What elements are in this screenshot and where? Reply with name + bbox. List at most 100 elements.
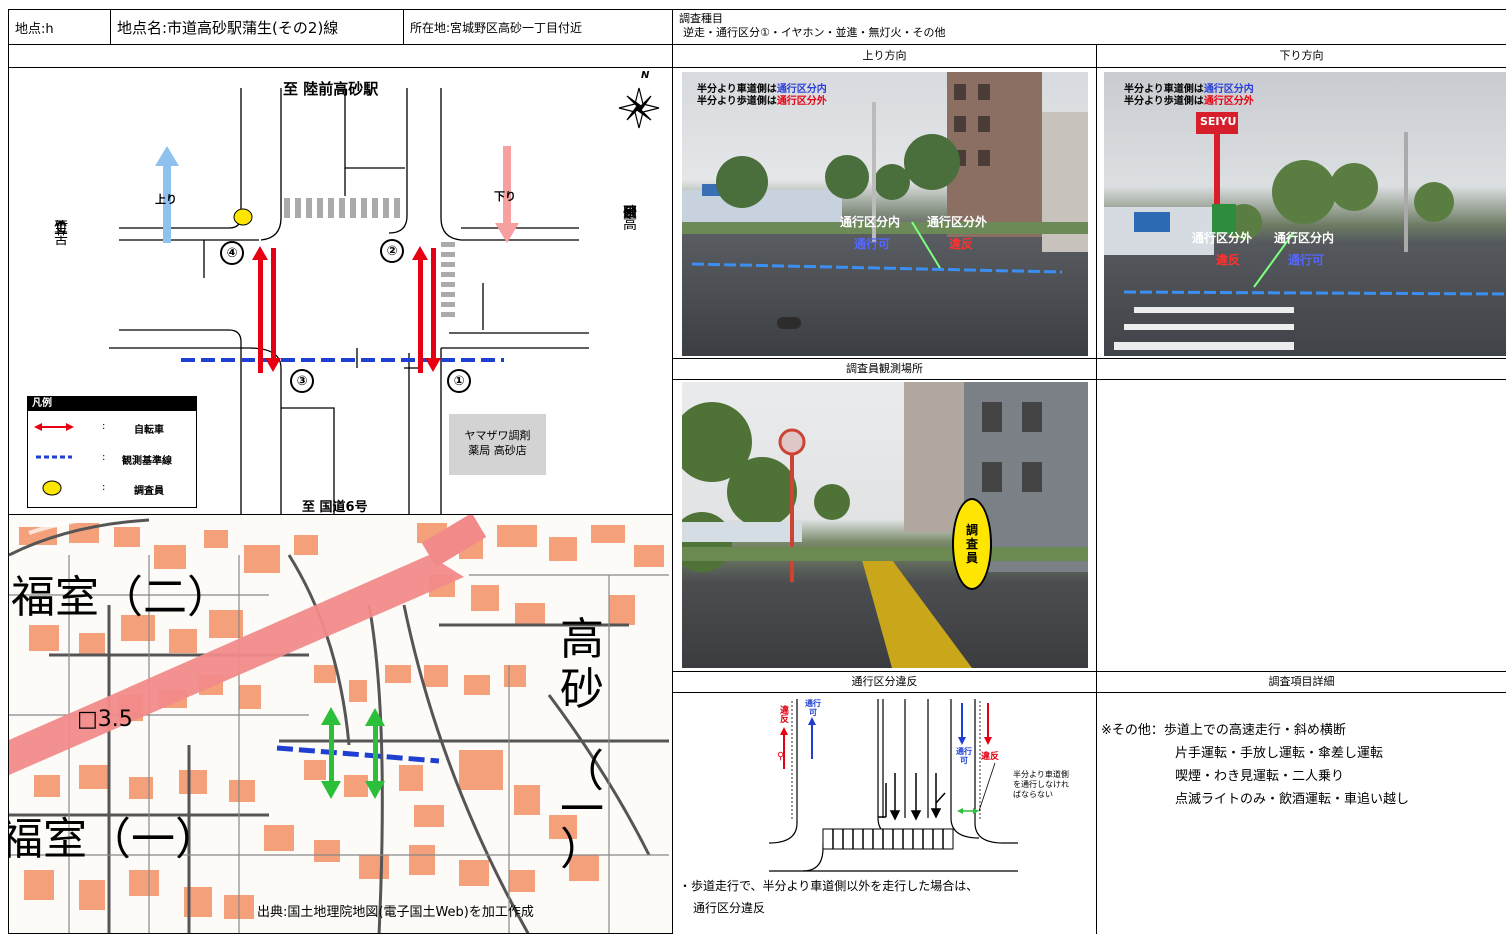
map-label-route: □3.5	[77, 707, 133, 732]
direction-left-char: I	[58, 220, 64, 236]
map-source: 出典:国土地理院地図(電子国土Web)を加工作成	[257, 905, 534, 920]
map-label-fukumuro2: 福室（二）	[11, 572, 231, 623]
surveyor-tag-char: 調	[965, 523, 978, 537]
store-label: ヤマザワ調剤 薬局 高砂店	[464, 429, 531, 457]
observer-caption: 調査員観測場所	[672, 358, 1097, 380]
up-in-zone: 通行区分内	[840, 215, 901, 229]
marker-3: ③	[290, 369, 314, 393]
violation-caption: 通行区分違反	[672, 671, 1097, 693]
legend-surveyor: 調査員	[134, 486, 164, 497]
direction-right-char: 目	[623, 205, 637, 221]
point-id-text: 地点:h	[15, 21, 54, 37]
direction-right-char: 高	[623, 217, 637, 233]
up-note-2-prefix: 半分より歩道側は	[697, 96, 777, 107]
up-label: 上り	[155, 193, 177, 206]
violation-ok-left: 通行 可	[805, 699, 821, 717]
up-direction-photo: 半分より車道側は通行区分内 半分より歩道側は通行区分外 通行区分内 通行区分外 …	[682, 72, 1088, 356]
surveyor-tag-char: 査	[965, 537, 978, 551]
direction-bottom: 至 国道6号	[302, 500, 368, 515]
direction-right-char: 一	[623, 205, 637, 221]
direction-right-char: 砂	[623, 205, 637, 221]
down-in-zone: 通行区分内	[1274, 231, 1335, 245]
direction-left-char: 竹	[54, 220, 68, 236]
up-note-1: 半分より車道側は通行区分内	[697, 84, 827, 96]
map-label-ichi: 一	[560, 784, 604, 835]
legend: 凡例 : : : 自転車 観測基準線 調査員	[27, 396, 197, 508]
map-label-fukumuro1: 福室（一）	[8, 814, 219, 865]
direction-right-char: 公	[623, 205, 637, 221]
intersection-roads	[109, 87, 660, 514]
down-note-1-prefix: 半分より車道側は	[1124, 84, 1204, 95]
marker-1: ①	[447, 369, 471, 393]
down-note-2-value: 通行区分外	[1203, 96, 1254, 107]
direction-left-char: 至	[54, 220, 68, 236]
legend-colon: :	[102, 421, 106, 432]
intersection-diagram: N 至 陸前高砂駅 至 苦 竹 I C 至 高 砂 一 丁 目 公 園 至 国道…	[8, 67, 673, 515]
survey-type-title: 調査種目	[679, 12, 723, 25]
observer-photo: 調 査 員	[682, 382, 1088, 668]
details-line-1: ※その他：歩道上での高速走行・斜め横断	[1101, 723, 1346, 738]
direction-top: 至 陸前高砂駅	[283, 80, 379, 98]
map-label-paren-close: ）	[560, 824, 604, 875]
up-out-zone: 通行区分外	[927, 215, 988, 229]
legend-line: 観測基準線	[122, 456, 172, 467]
svg-text:⚲: ⚲	[777, 751, 784, 762]
diagram-header-bar	[8, 44, 673, 68]
violation-cell: ⚲ 違反 通行 可 通行 可 違反 半分より車道側 を通行しなけれ ばならない …	[672, 692, 1097, 934]
up-note-2-value: 通行区分外	[776, 96, 827, 107]
down-violation: 違反	[1216, 253, 1241, 267]
direction-right-char: 丁	[623, 205, 637, 221]
down-label: 下り	[494, 190, 516, 203]
empty-caption	[1096, 358, 1506, 380]
up-note-2: 半分より歩道側は通行区分外	[697, 96, 827, 108]
down-note-2: 半分より歩道側は通行区分外	[1124, 96, 1254, 108]
point-name: 地点名:市道高砂駅蒲生(その2)線	[110, 9, 404, 45]
map-graphic	[9, 515, 669, 933]
up-direction-caption: 上り方向	[672, 44, 1097, 68]
survey-type-items: 逆走・通行区分①・イヤホン・並進・無灯火・その他	[683, 26, 946, 39]
surveyor-tag-char: 員	[965, 551, 978, 565]
legend-bicycle: 自転車	[134, 425, 164, 436]
direction-right-char: 至	[623, 205, 637, 221]
map-label-paren-open: （	[560, 746, 604, 797]
survey-type: 調査種目 逆走・通行区分①・イヤホン・並進・無灯火・その他	[672, 9, 1506, 45]
violation-note-2: 通行区分違反	[693, 901, 766, 915]
location-text: 所在地:宮城野区高砂一丁目付近	[410, 20, 583, 35]
details-line-4: 点滅ライトのみ・飲酒運転・車追い越し	[1175, 792, 1410, 807]
location: 所在地:宮城野区高砂一丁目付近	[403, 9, 673, 45]
empty-cell	[1096, 379, 1506, 672]
details-line-3: 喫煙・わき見運転・二人乗り	[1175, 769, 1345, 784]
up-note-1-prefix: 半分より車道側は	[697, 84, 777, 95]
details-cell: ※その他：歩道上での高速走行・斜め横断 片手運転・手放し運転・傘差し運転 喫煙・…	[1096, 692, 1506, 934]
legend-symbols	[34, 423, 74, 496]
details-caption: 調査項目詳細	[1096, 671, 1506, 693]
legend-colon: :	[102, 452, 106, 463]
map-label-taka: 高	[560, 614, 604, 665]
down-allowed: 通行可	[1288, 253, 1325, 267]
north-label: N	[641, 70, 650, 81]
direction-left-char: C	[56, 220, 66, 236]
legend-colon: :	[102, 482, 106, 493]
violation-diagram: ⚲	[768, 699, 1018, 872]
seiyu-sign: SEIYU	[1200, 115, 1237, 128]
down-note-2-prefix: 半分より歩道側は	[1124, 96, 1204, 107]
up-note-1-value: 通行区分内	[776, 84, 827, 95]
down-out-zone: 通行区分外	[1192, 231, 1253, 245]
down-note-1: 半分より車道側は通行区分内	[1124, 84, 1254, 96]
details-line-2: 片手運転・手放し運転・傘差し運転	[1175, 746, 1384, 761]
down-direction-caption: 下り方向	[1096, 44, 1506, 68]
violation-ok-right: 通行 可	[956, 747, 972, 765]
point-name-text: 地点名:市道高砂駅蒲生(その2)線	[117, 18, 339, 37]
legend-title: 凡例	[28, 397, 196, 411]
up-allowed: 通行可	[854, 237, 891, 251]
surveyor-tag: 調 査 員	[952, 498, 992, 590]
down-direction-photo: 半分より車道側は通行区分内 半分より歩道側は通行区分外 SEIYU 通行区分外 …	[1104, 72, 1506, 356]
map-label-sago: 砂	[560, 664, 604, 715]
down-note-1-value: 通行区分内	[1203, 84, 1254, 95]
violation-ng-right: 違反	[981, 752, 1000, 762]
marker-2: ②	[380, 239, 404, 263]
marker-4: ④	[220, 241, 244, 265]
violation-note-1: ・歩道走行で、半分より車道側以外を走行した場合は、	[679, 879, 979, 893]
direction-right-char: 園	[623, 205, 637, 221]
violation-ng-left: 違反	[778, 705, 788, 723]
